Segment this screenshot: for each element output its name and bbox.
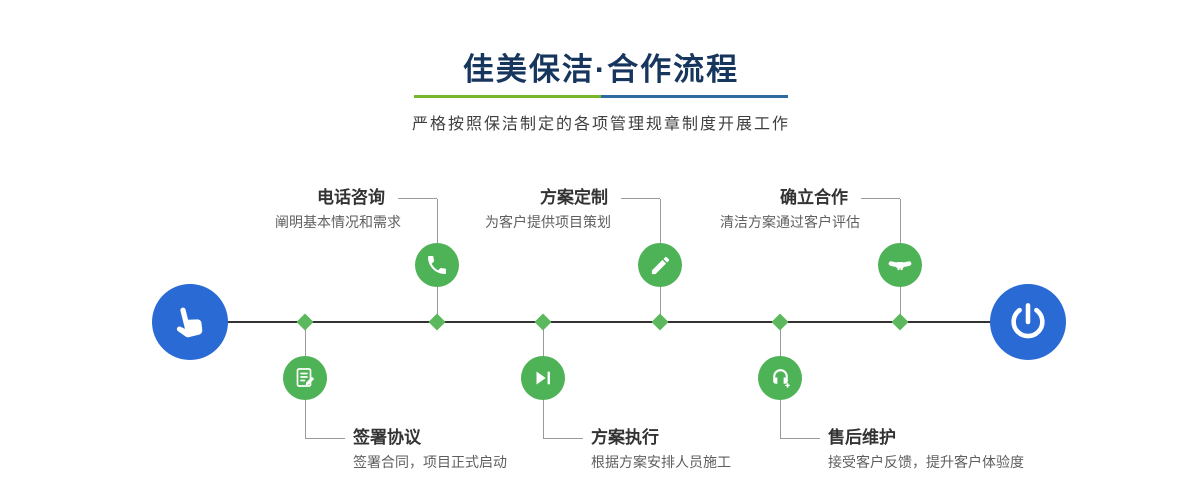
step-title: 确立合作 — [780, 188, 848, 207]
start-node — [152, 284, 228, 360]
timeline-node — [651, 313, 669, 331]
step-title: 售后维护 — [828, 428, 896, 447]
play-icon — [536, 371, 550, 385]
timeline-node — [534, 313, 552, 331]
step-desc: 签署合同，项目正式启动 — [353, 454, 507, 470]
power-icon — [1011, 303, 1045, 339]
pencil-icon — [651, 256, 669, 274]
connector-line — [305, 438, 345, 439]
timeline-node — [771, 313, 789, 331]
step-title: 签署协议 — [353, 428, 421, 447]
connector-line — [621, 198, 660, 199]
step-icon-circle — [758, 356, 802, 400]
connector-line — [780, 438, 820, 439]
timeline-line — [190, 321, 1028, 323]
step-icon-circle — [638, 243, 682, 287]
headset-icon — [772, 368, 790, 388]
pointing-hand-icon — [176, 307, 203, 338]
handshake-icon — [888, 261, 912, 271]
end-node — [990, 284, 1066, 360]
page-subtitle: 严格按照保洁制定的各项管理规章制度开展工作 — [411, 116, 790, 133]
step-icon-circle — [878, 243, 922, 287]
step-desc: 为客户提供项目策划 — [485, 214, 611, 230]
phone-icon — [428, 256, 446, 274]
step-desc: 根据方案安排人员施工 — [591, 454, 731, 470]
step-desc: 阐明基本情况和需求 — [275, 214, 401, 230]
timeline-node — [428, 313, 446, 331]
title-underline — [414, 95, 788, 98]
connector-line — [543, 438, 583, 439]
step-icon-circle — [521, 356, 565, 400]
step-icon-circle — [283, 356, 327, 400]
page-title: 佳美保洁·合作流程 — [462, 52, 740, 87]
step-title: 方案定制 — [540, 188, 608, 207]
step-desc: 清洁方案通过客户评估 — [720, 214, 860, 230]
step-desc: 接受客户反馈，提升客户体验度 — [828, 454, 1024, 470]
timeline-node — [296, 313, 314, 331]
step-title: 电话咨询 — [317, 188, 385, 207]
step-icon-circle — [415, 243, 459, 287]
step-title: 方案执行 — [591, 428, 659, 447]
connector-line — [398, 198, 437, 199]
connector-line — [861, 198, 900, 199]
timeline-node — [891, 313, 909, 331]
contract-icon — [296, 368, 315, 387]
